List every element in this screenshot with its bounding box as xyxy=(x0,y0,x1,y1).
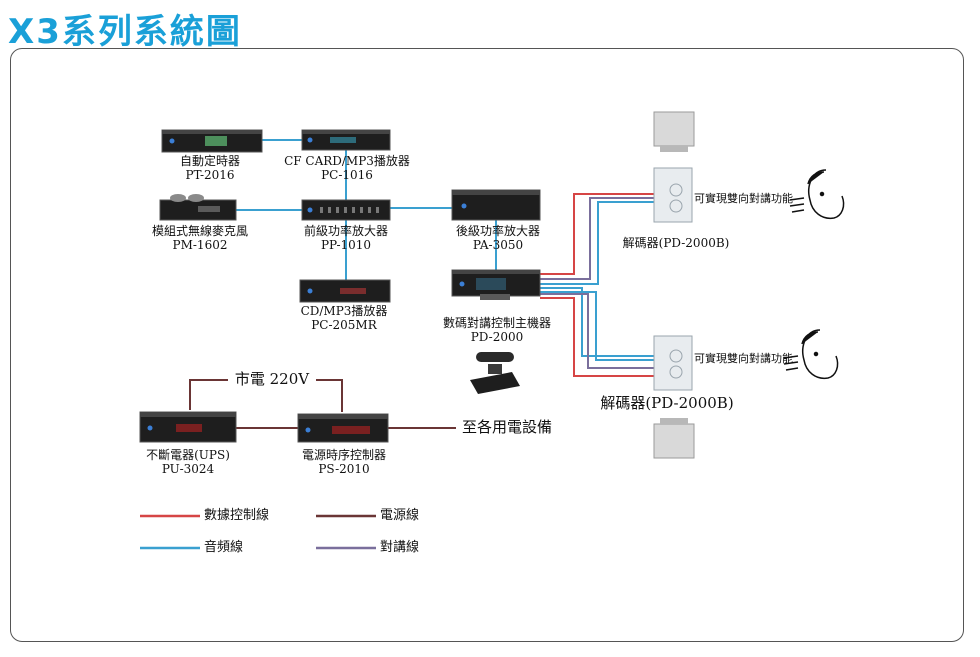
intercom-lines xyxy=(540,197,654,369)
mains-label: 市電 220V xyxy=(228,372,316,387)
device-cd xyxy=(299,279,391,303)
legend-audio-line: 音頻線 xyxy=(204,540,244,555)
legend-data-line: 數據控制線 xyxy=(204,508,270,523)
device-poweramp xyxy=(451,189,541,221)
legend-intercom-line: 對講線 xyxy=(380,540,420,555)
label-ups: 不斷電器(UPS)PU-3024 xyxy=(146,448,230,476)
device-sequencer xyxy=(297,413,389,443)
page-title: X3系列系統圖 xyxy=(8,12,242,52)
legend-swatches xyxy=(140,514,376,550)
audio-lines xyxy=(236,139,654,361)
talk-label-top: 可實現雙向對講功能 xyxy=(694,192,793,205)
person-top-icon xyxy=(789,169,845,220)
device-host xyxy=(451,269,541,300)
device-mic xyxy=(159,194,237,221)
label-decoder-top: 解碼器(PD-2000B) xyxy=(622,236,730,250)
data-lines xyxy=(540,193,654,377)
device-phone xyxy=(470,352,520,394)
to-equipment-label: 至各用電設備 xyxy=(462,418,553,436)
power-lines xyxy=(189,379,456,429)
legend-power-line: 電源線 xyxy=(380,508,420,523)
decoder-top-box xyxy=(653,167,693,223)
talk-label-bottom: 可實現雙向對講功能 xyxy=(694,352,793,365)
speaker-bottom xyxy=(653,418,695,459)
device-timer xyxy=(161,129,263,153)
device-mp3 xyxy=(301,129,391,151)
diagram-frame xyxy=(10,48,964,642)
device-ups xyxy=(139,411,237,443)
speaker-top xyxy=(653,111,695,152)
label-decoder-bottom: 解碼器(PD-2000B) xyxy=(600,394,734,412)
device-preamp xyxy=(301,199,391,221)
decoder-bottom-box xyxy=(653,335,693,391)
person-bottom-icon xyxy=(783,329,839,380)
